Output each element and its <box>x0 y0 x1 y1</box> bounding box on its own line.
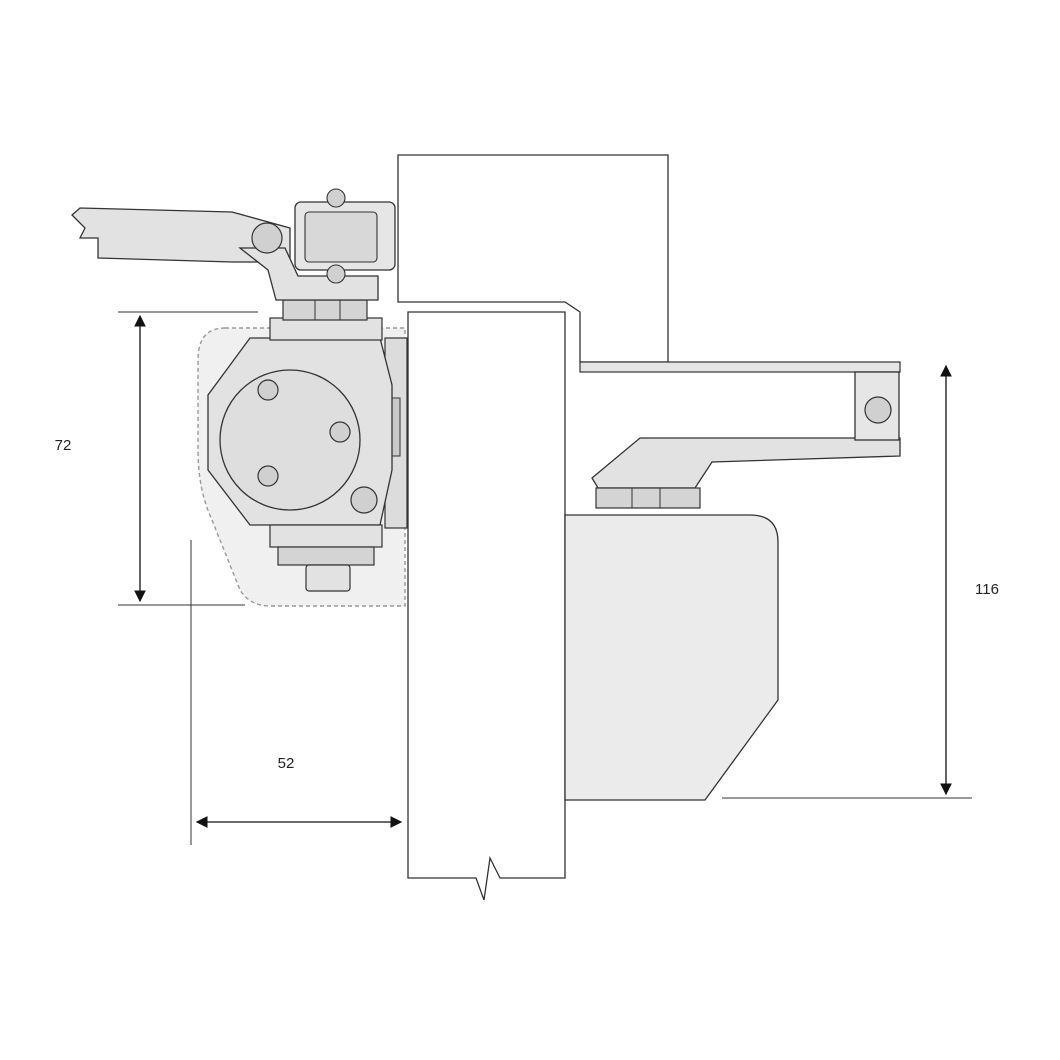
left-arm-pivot <box>251 222 283 254</box>
left-plate-slot <box>391 397 401 457</box>
frame-profile <box>397 154 669 363</box>
dimension-label-116: 116 <box>975 581 999 598</box>
door-leaf <box>407 311 566 901</box>
left-closer-bottom-block <box>269 524 383 548</box>
dimension-label-52: 52 <box>278 755 295 772</box>
left-closer-disc <box>219 369 361 511</box>
dimension-116 <box>722 364 972 799</box>
dimension-72 <box>118 311 258 606</box>
left-closer-nut <box>282 299 368 321</box>
right-arm <box>591 437 901 489</box>
left-closer-bottom-nut <box>277 546 375 566</box>
left-closer-bolt-4 <box>350 486 378 514</box>
right-closer-nut <box>595 487 701 509</box>
left-arm-roller-bottom <box>326 264 346 284</box>
left-closer-bolt-3 <box>257 465 279 487</box>
dimension-label-72: 72 <box>55 437 72 454</box>
frame-stop-strip <box>579 361 901 373</box>
left-closer-bolt-1 <box>257 379 279 401</box>
left-arm-elbow <box>238 247 379 301</box>
dimension-52 <box>190 540 403 845</box>
right-arm-roller <box>864 396 892 424</box>
left-closer-top-block <box>269 317 383 341</box>
left-arm-shoe-inner <box>304 211 378 263</box>
left-closer-bolt-2 <box>329 421 351 443</box>
left-arm <box>71 207 291 263</box>
left-closer-spindle <box>305 564 351 592</box>
left-arm-roller-top <box>326 188 346 208</box>
right-closer-body <box>564 514 779 801</box>
